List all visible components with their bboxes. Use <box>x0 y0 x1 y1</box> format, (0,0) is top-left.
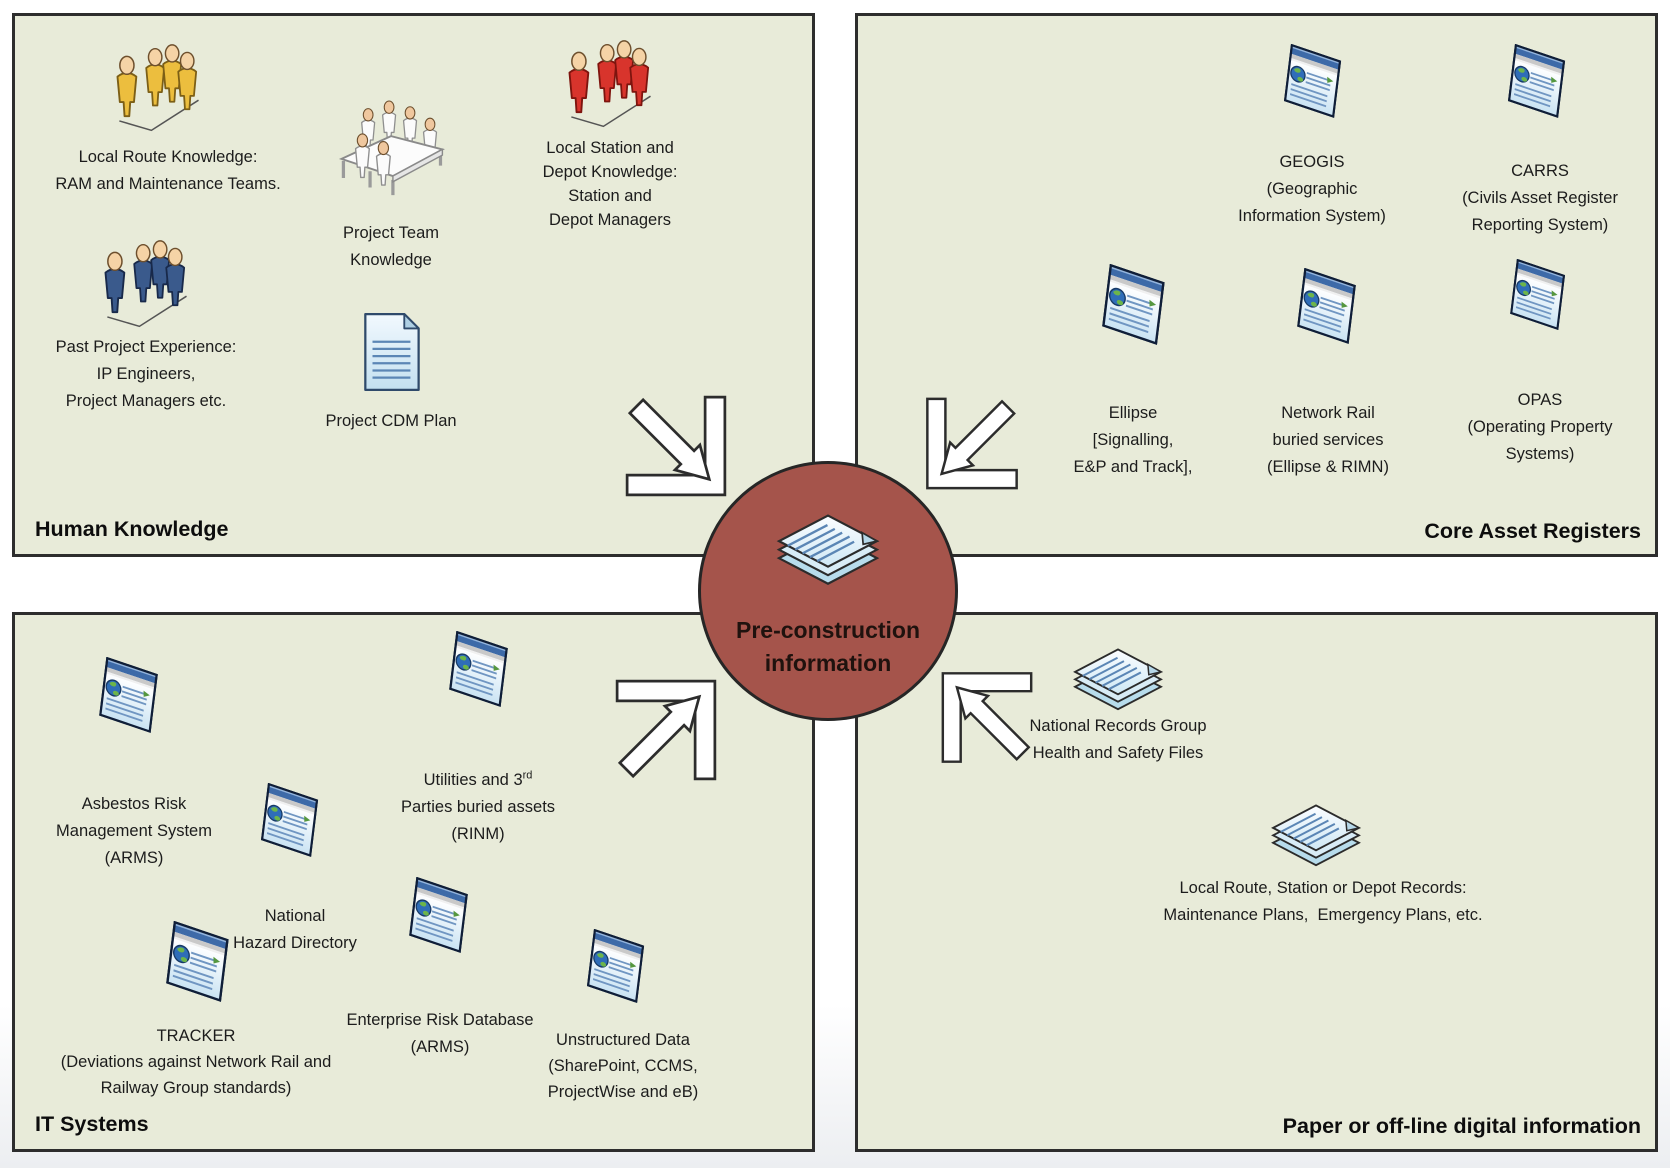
label-enterprise-risk-database: Enterprise Risk Database (ARMS) <box>346 1011 534 1056</box>
quadrant-title-human-knowledge: Human Knowledge <box>35 517 229 541</box>
arrow-down-right-icon <box>620 394 732 498</box>
label-past-project-experience: Past Project Experience: IP Engineers, P… <box>55 338 237 410</box>
label-local-route-station-depot-records: Local Route, Station or Depot Records: M… <box>1163 879 1483 924</box>
label-project-cdm-plan: Project CDM Plan <box>325 412 457 430</box>
panel-core-asset-registers: GEOGIS (Geographic Information System) C… <box>855 13 1658 557</box>
arrow-up-left-icon <box>940 670 1034 765</box>
label-ellipse: Ellipse [Signalling, E&P and Track], <box>1073 404 1193 476</box>
label-carrs: CARRS (Civils Asset Register Reporting S… <box>1462 162 1618 234</box>
app-window-icon <box>1102 264 1168 346</box>
label-national-hazard-directory: National Hazard Directory <box>233 907 357 952</box>
app-window-icon <box>1508 44 1568 119</box>
label-national-records-group: National Records Group Health and Safety… <box>1029 717 1207 762</box>
people-group-red-icon <box>558 34 662 132</box>
quadrant-title-paper-offline: Paper or off-line digital information <box>1282 1114 1641 1138</box>
label-project-team-knowledge: Project Team Knowledge <box>343 224 439 269</box>
center-label: Pre-construction information <box>735 617 921 676</box>
label-opas: OPAS (Operating Property Systems) <box>1467 391 1613 463</box>
label-geogis: GEOGIS (Geographic Information System) <box>1238 153 1386 225</box>
label-arms: Asbestos Risk Management System (ARMS) <box>56 795 212 867</box>
panel-it-systems: Asbestos Risk Management System (ARMS) N… <box>12 612 815 1152</box>
app-window-icon <box>99 657 161 734</box>
document-icon <box>362 311 424 393</box>
meeting-table-icon <box>332 98 450 197</box>
app-window-icon <box>166 921 232 1003</box>
quadrant-title-it-systems: IT Systems <box>35 1112 149 1136</box>
label-unstructured-data: Unstructured Data (SharePoint, CCMS, Pro… <box>547 1031 699 1101</box>
panel-paper-offline: National Records Group Health and Safety… <box>855 612 1658 1152</box>
pre-construction-information-hub: Pre-construction information <box>698 461 958 721</box>
app-window-icon <box>587 929 647 1004</box>
label-local-station-depot: Local Station and Depot Knowledge: Stati… <box>542 139 678 229</box>
people-group-yellow-icon <box>106 38 210 136</box>
people-group-blue-icon <box>94 234 198 332</box>
label-local-route-knowledge: Local Route Knowledge: RAM and Maintenan… <box>55 148 281 193</box>
app-window-icon <box>449 631 511 708</box>
label-line-with-superscript: Utilities and 3rd <box>423 769 533 789</box>
app-window-icon <box>1510 259 1568 331</box>
app-window-icon <box>1284 44 1344 119</box>
label-utilities-buried-assets: Utilities and 3rd Parties buried assets … <box>401 767 555 848</box>
label-tracker: TRACKER (Deviations against Network Rail… <box>60 1027 332 1097</box>
arrow-up-right-icon <box>614 678 718 782</box>
quadrant-title-core-asset-registers: Core Asset Registers <box>1424 519 1641 543</box>
panel-human-knowledge: Local Route Knowledge: RAM and Maintenan… <box>12 13 815 557</box>
label-network-rail-buried-services: Network Rail buried services (Ellipse & … <box>1267 404 1389 476</box>
paper-stack-icon <box>1062 627 1174 713</box>
app-window-icon <box>409 877 471 954</box>
arrow-down-left-icon <box>922 396 1022 491</box>
paper-stack-icon <box>764 490 892 588</box>
app-window-icon <box>1297 268 1359 345</box>
app-window-icon <box>261 783 321 858</box>
paper-stack-icon <box>1260 783 1372 869</box>
